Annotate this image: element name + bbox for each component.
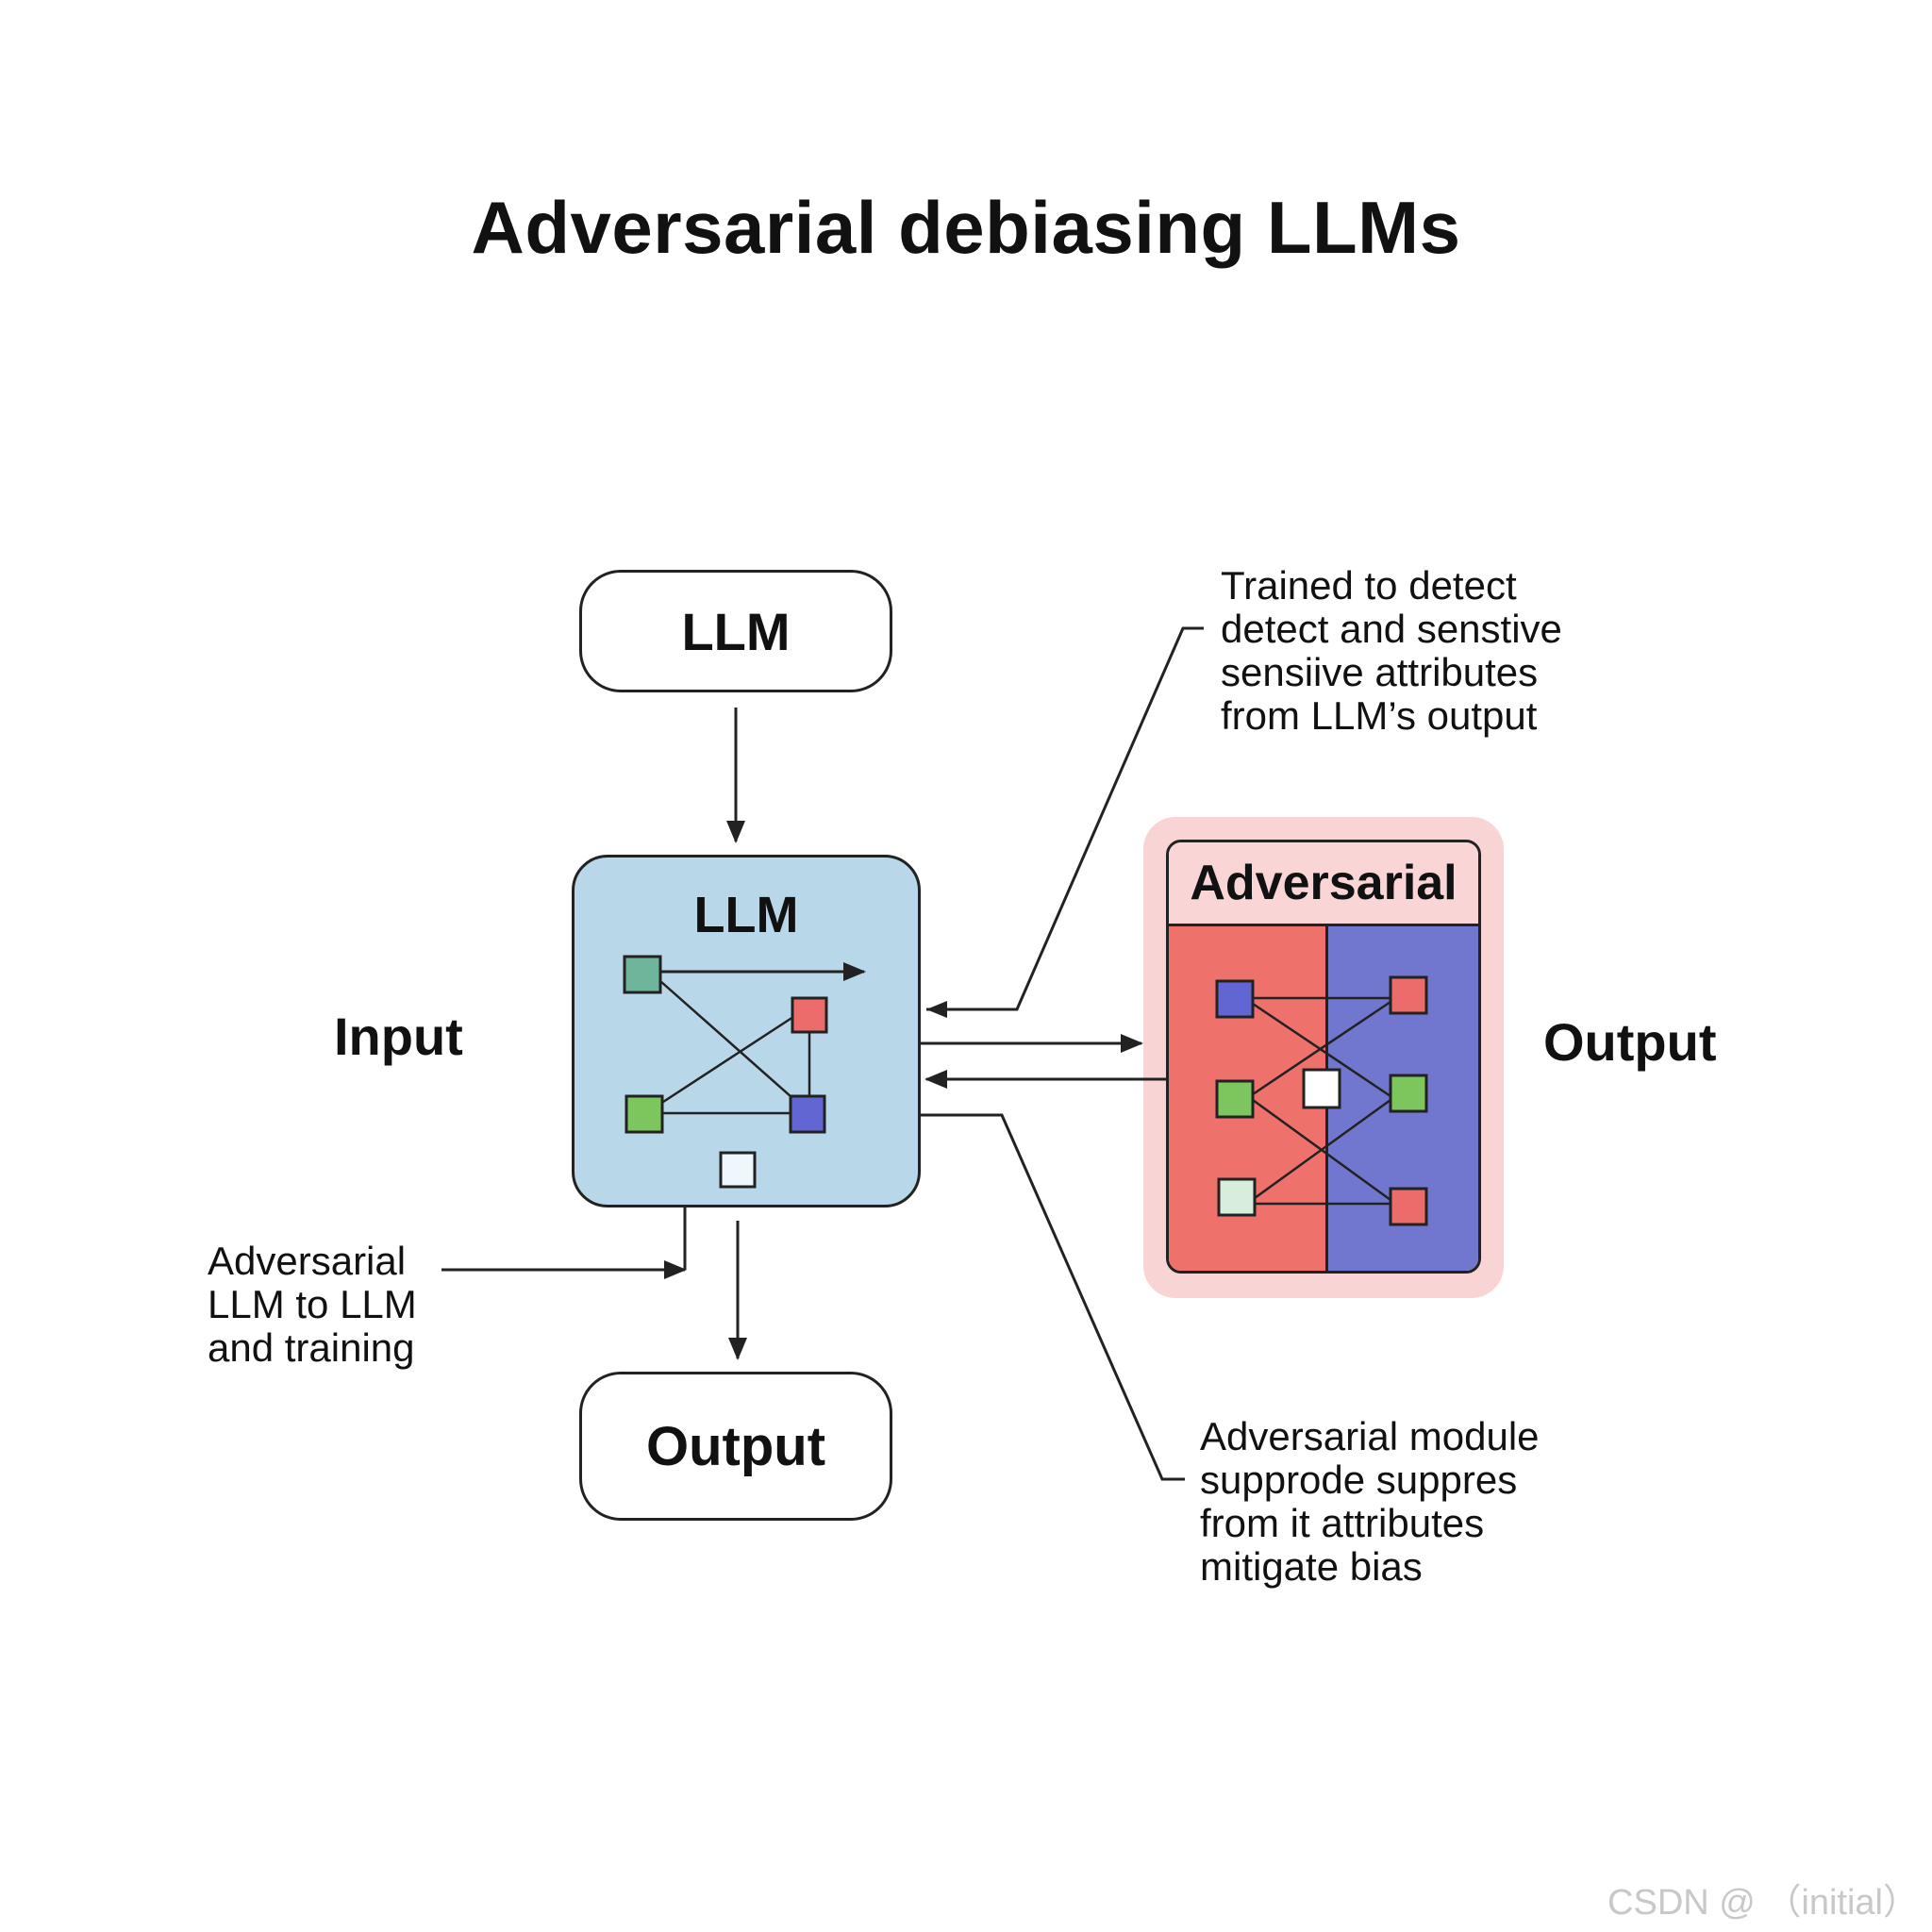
llm-edge-2	[659, 980, 808, 1112]
leader-trained-to-detect	[926, 626, 1204, 1011]
note-adversarial-training: Adversarial LLM to LLM and training	[208, 1239, 417, 1370]
llm-node-green	[625, 1094, 664, 1134]
note-mitigate-bias: Adversarial module supprode suppres from…	[1200, 1414, 1540, 1589]
adv-node-red-top	[1389, 975, 1428, 1015]
adv-node-pale	[1217, 1177, 1257, 1217]
adv-edge-3	[1252, 1000, 1391, 1096]
watermark: CSDN @ （initial）	[1607, 1883, 1919, 1923]
llm-main-label: LLM	[693, 887, 799, 943]
llm-node-teal	[623, 955, 662, 994]
adv-node-white	[1302, 1068, 1341, 1109]
adv-node-green-right	[1389, 1074, 1428, 1113]
adv-edge-5	[1254, 1098, 1391, 1200]
llm-main-box: LLM	[572, 855, 921, 1208]
adversarial-header: Adversarial	[1169, 842, 1478, 926]
llm-edge-3	[659, 1013, 797, 1106]
input-label: Input	[334, 1007, 463, 1066]
adv-node-red-bottom	[1389, 1187, 1428, 1226]
adv-edge-2	[1252, 1002, 1391, 1098]
llm-top-box: LLM	[579, 570, 892, 692]
note-trained-to-detect: Trained to detect detect and senstive se…	[1221, 563, 1562, 738]
llm-node-red	[791, 996, 828, 1034]
output-box: Output	[579, 1372, 892, 1521]
leader-mitigate-bias	[921, 1113, 1185, 1481]
output-label: Output	[1543, 1012, 1717, 1072]
adv-node-blue	[1215, 979, 1255, 1019]
adv-node-green-left	[1215, 1079, 1255, 1119]
diagram-title: Adversarial debiasing LLMs	[471, 186, 1461, 269]
llm-node-pale	[719, 1151, 757, 1189]
llm-node-blue	[789, 1094, 826, 1134]
